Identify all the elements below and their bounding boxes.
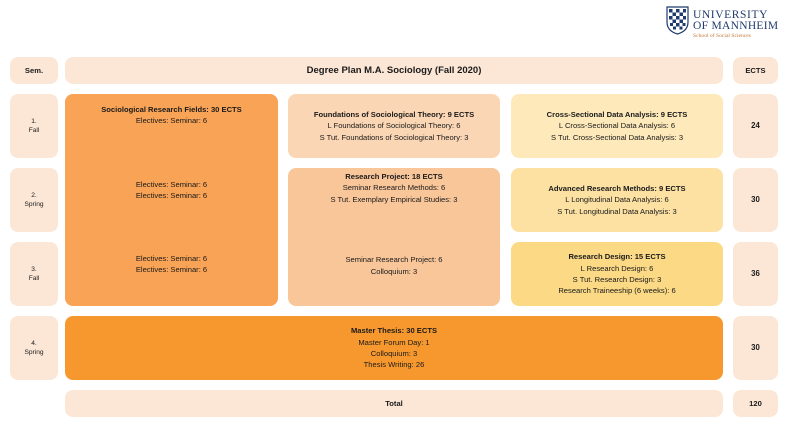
research-fields-module: Sociological Research Fields: 30 ECTS El… bbox=[65, 94, 278, 306]
module-line: L Foundations of Sociological Theory: 6 bbox=[327, 121, 461, 131]
ects-value: 30 bbox=[751, 195, 760, 205]
module-title: Research Project: 18 ECTS bbox=[345, 172, 443, 181]
ects-cell-1: 24 bbox=[733, 94, 778, 158]
module-line: Electives: Seminar: 6 bbox=[135, 265, 208, 275]
advanced-methods-module: Advanced Research Methods: 9 ECTS L Long… bbox=[511, 168, 723, 232]
cross-sectional-module: Cross-Sectional Data Analysis: 9 ECTS L … bbox=[511, 94, 723, 158]
semester-number: 3. bbox=[31, 266, 37, 273]
module-line: S Tut. Longitudinal Data Analysis: 3 bbox=[557, 206, 677, 216]
module-line: Electives: Seminar: 6 bbox=[135, 191, 208, 201]
module-line: Colloquium: 3 bbox=[370, 266, 418, 276]
module-line: Thesis Writing: 26 bbox=[363, 360, 425, 370]
module-line: S Tut. Research Design: 3 bbox=[572, 275, 662, 284]
foundations-module: Foundations of Sociological Theory: 9 EC… bbox=[288, 94, 500, 158]
module-line: S Tut. Cross-Sectional Data Analysis: 3 bbox=[550, 132, 684, 142]
module-line: S Tut. Foundations of Sociological Theor… bbox=[319, 132, 469, 142]
semester-number: 1. bbox=[31, 118, 37, 125]
total-ects-cell: 120 bbox=[733, 390, 778, 417]
semester-term: Fall bbox=[28, 275, 40, 282]
logo-school-text: School of Social Sciences bbox=[693, 33, 751, 39]
semester-number: 4. bbox=[31, 340, 37, 347]
semester-cell-4: 4. Spring bbox=[10, 316, 58, 380]
total-ects-value: 120 bbox=[749, 398, 762, 408]
semester-number: 2. bbox=[31, 192, 37, 199]
master-thesis-module: Master Thesis: 30 ECTS Master Forum Day:… bbox=[65, 316, 723, 380]
module-line: L Cross-Sectional Data Analysis: 6 bbox=[558, 121, 676, 131]
logo-university-text: UNIVERSITY bbox=[693, 9, 768, 21]
module-line: L Research Design: 6 bbox=[580, 263, 654, 273]
ects-header-label: ECTS bbox=[745, 65, 766, 75]
research-project-module: Research Project: 18 ECTS Seminar Resear… bbox=[288, 168, 500, 306]
semester-term: Spring bbox=[24, 201, 44, 208]
sem-header: Sem. bbox=[10, 57, 58, 84]
university-logo: UNIVERSITY OF MANNHEIM School of Social … bbox=[666, 5, 796, 43]
module-line: Master Forum Day: 1 bbox=[358, 337, 430, 347]
total-label: Total bbox=[385, 398, 403, 408]
ects-value: 36 bbox=[751, 269, 760, 279]
semester-cell-1: 1. Fall bbox=[10, 94, 58, 158]
module-line: L Longitudinal Data Analysis: 6 bbox=[565, 195, 669, 205]
semester-cell-2: 2. Spring bbox=[10, 168, 58, 232]
module-line: Electives: Seminar: 6 bbox=[135, 179, 208, 189]
module-line: Colloquium: 3 bbox=[370, 349, 418, 358]
module-title: Cross-Sectional Data Analysis: 9 ECTS bbox=[546, 109, 688, 119]
ects-cell-2: 30 bbox=[733, 168, 778, 232]
module-title: Foundations of Sociological Theory: 9 EC… bbox=[313, 109, 475, 119]
ects-value: 24 bbox=[751, 121, 760, 131]
semester-term: Spring bbox=[24, 349, 44, 356]
total-row: Total bbox=[65, 390, 723, 417]
module-line: Research Traineeship (6 weeks): 6 bbox=[558, 286, 676, 296]
module-line: Seminar Research Methods: 6 bbox=[342, 183, 446, 193]
module-title: Research Design: 15 ECTS bbox=[568, 252, 666, 262]
module-line: Seminar Research Project: 6 bbox=[345, 255, 443, 265]
page-title-text: Degree Plan M.A. Sociology (Fall 2020) bbox=[306, 64, 482, 76]
ects-cell-4: 30 bbox=[733, 316, 778, 380]
module-title: Sociological Research Fields: 30 ECTS bbox=[101, 105, 242, 114]
module-line: S Tut. Exemplary Empirical Studies: 3 bbox=[330, 194, 458, 204]
ects-header: ECTS bbox=[733, 57, 778, 84]
module-line: Electives: Seminar: 6 bbox=[135, 253, 208, 263]
semester-term: Fall bbox=[28, 127, 40, 134]
sem-header-label: Sem. bbox=[24, 66, 44, 75]
university-crest-icon bbox=[666, 6, 689, 35]
semester-cell-3: 3. Fall bbox=[10, 242, 58, 306]
module-line: Electives: Seminar: 6 bbox=[135, 116, 208, 126]
page-title: Degree Plan M.A. Sociology (Fall 2020) bbox=[65, 57, 723, 84]
logo-mannheim-text: OF MANNHEIM bbox=[693, 20, 779, 32]
ects-cell-3: 36 bbox=[733, 242, 778, 306]
research-design-module: Research Design: 15 ECTS L Research Desi… bbox=[511, 242, 723, 306]
module-title: Master Thesis: 30 ECTS bbox=[350, 326, 438, 336]
module-title: Advanced Research Methods: 9 ECTS bbox=[548, 183, 686, 193]
ects-value: 30 bbox=[751, 343, 760, 353]
